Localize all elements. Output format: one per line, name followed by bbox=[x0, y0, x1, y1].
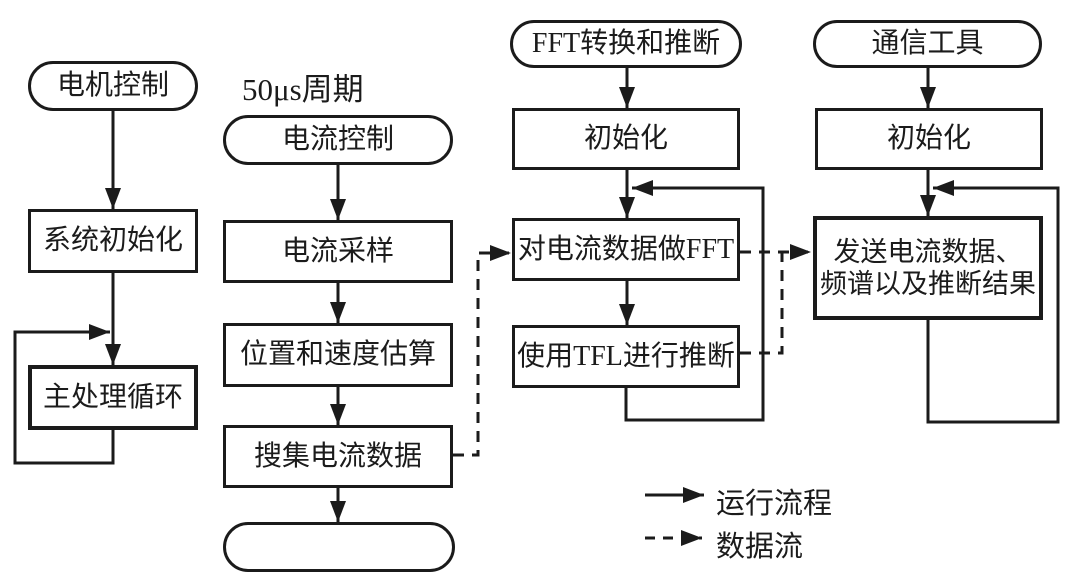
node-communication-tool: 通信工具 bbox=[813, 20, 1042, 68]
dashed-tfl-to-send bbox=[740, 252, 784, 355]
legend-solid-label: 运行流程 bbox=[716, 488, 833, 520]
node-fft-init: 初始化 bbox=[512, 108, 740, 170]
node-main-processing-loop: 主处理循环 bbox=[28, 365, 198, 430]
node-collect-current-data: 搜集电流数据 bbox=[223, 425, 453, 488]
node-current-sampling: 电流采样 bbox=[223, 220, 453, 283]
node-fft-and-inference: FFT转换和推断 bbox=[510, 20, 742, 68]
send-data-line2: 频谱以及推断结果 bbox=[820, 269, 1036, 299]
dashed-collect-to-fft bbox=[453, 245, 511, 457]
node-system-init: 系统初始化 bbox=[28, 209, 198, 273]
label-50us-period: 50μs周期 bbox=[242, 72, 364, 107]
node-motor-control: 电机控制 bbox=[28, 61, 198, 111]
node-position-speed-estimation: 位置和速度估算 bbox=[223, 323, 453, 387]
node-terminal-end bbox=[223, 522, 455, 572]
node-tfl-inference: 使用TFL进行推断 bbox=[512, 325, 740, 388]
node-current-control: 电流控制 bbox=[223, 115, 453, 165]
legend-dashed-label: 数据流 bbox=[716, 531, 804, 563]
send-data-line1: 发送电流数据、 bbox=[833, 236, 1023, 267]
node-send-data-spectrum-results: 发送电流数据、 频谱以及推断结果 bbox=[813, 216, 1043, 320]
node-comm-init: 初始化 bbox=[815, 108, 1043, 170]
node-fft-on-current-data: 对电流数据做FFT bbox=[512, 218, 740, 281]
